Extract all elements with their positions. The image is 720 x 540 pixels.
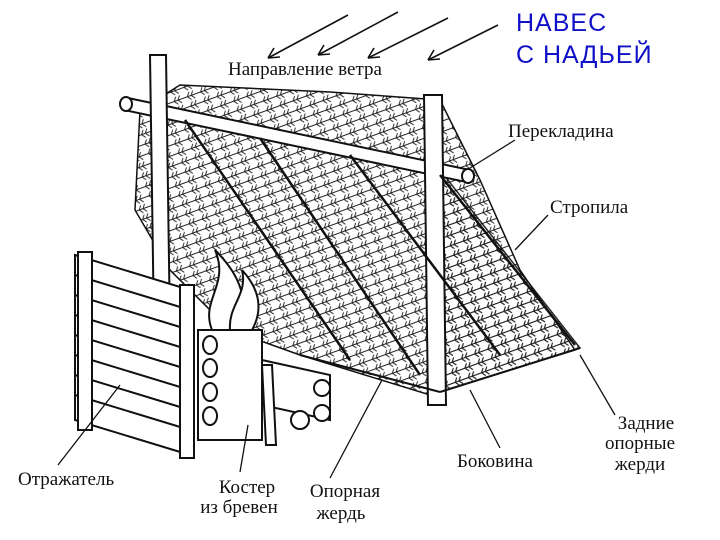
label-reflector: Отражатель: [18, 469, 115, 490]
support-pole: [260, 364, 278, 446]
label-fire-1: Костер: [218, 477, 276, 498]
rafters: [183, 119, 576, 376]
leader-lines: [57, 139, 616, 479]
label-support-pole-1: Опорная: [309, 481, 381, 502]
label-side-panel: Боковина: [457, 451, 533, 472]
label-rear-poles-1: Задние: [617, 413, 675, 434]
label-rear-poles-3: жерди: [614, 454, 666, 475]
title-line-2: С НАДЬЕЙ: [516, 41, 653, 69]
rear-poles: [299, 347, 581, 393]
label-rafters: Стропила: [550, 197, 629, 218]
label-fire-2: из бревен: [200, 497, 278, 518]
wind-arrows: [267, 11, 499, 61]
label-support-pole-2: жердь: [316, 503, 366, 524]
title-line-1: НАВЕС: [516, 9, 608, 37]
label-crossbar: Перекладина: [508, 121, 614, 142]
crossbar: [119, 96, 475, 184]
label-wind-direction: Направление ветра: [228, 59, 382, 80]
front-posts: [148, 54, 448, 406]
label-rear-poles-2: опорные: [604, 433, 676, 454]
log-fire: [197, 249, 331, 441]
reflector-wall: [74, 251, 195, 459]
